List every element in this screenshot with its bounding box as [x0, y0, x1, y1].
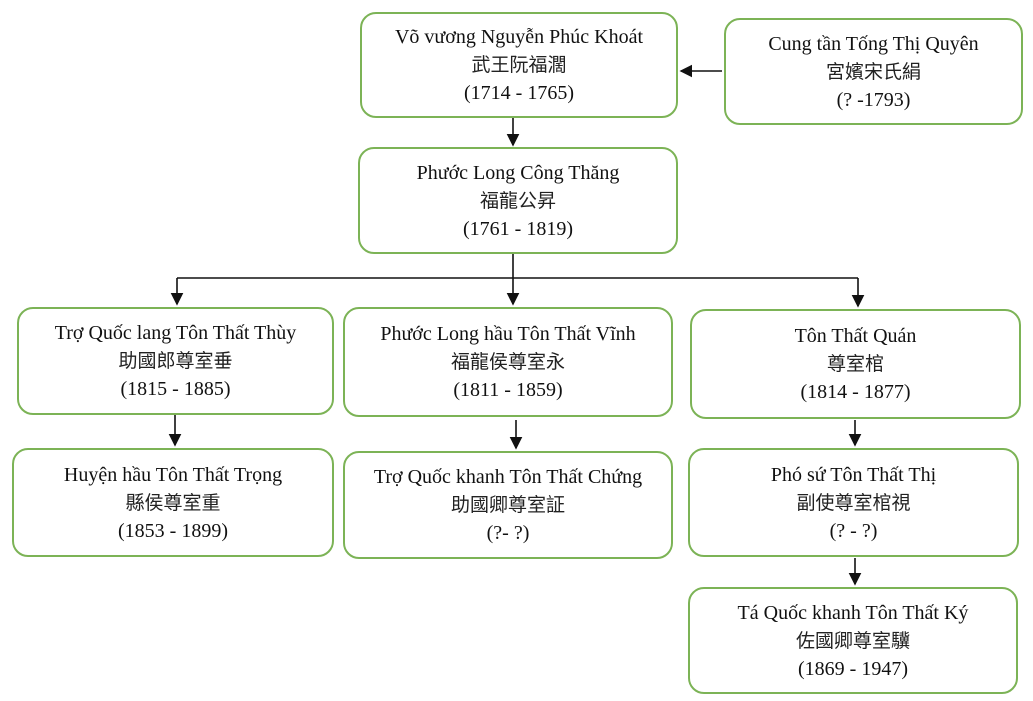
- node-trong: Huyện hầu Tôn Thất Trọng 縣侯尊室重 (1853 - 1…: [12, 448, 334, 557]
- node-name: Võ vương Nguyễn Phúc Khoát: [394, 26, 644, 48]
- node-name: Tôn Thất Quán: [794, 325, 917, 347]
- node-name: Cung tần Tống Thị Quyên: [768, 32, 979, 55]
- node-years: (1869 - 1947): [798, 657, 908, 680]
- node-cung-tan: Cung tần Tống Thị Quyên 宮嬪宋氏絹 (? -1793): [724, 18, 1023, 125]
- node-years: (1815 - 1885): [120, 378, 231, 400]
- node-han: 佐國卿尊室驥: [795, 629, 910, 652]
- node-name: Huyện hầu Tôn Thất Trọng: [63, 463, 283, 486]
- node-han: 助國卿尊室証: [450, 494, 565, 516]
- node-thuy: Trợ Quốc lang Tôn Thất Thùy 助國郎尊室垂 (1815…: [17, 307, 334, 415]
- node-han: 尊室棺: [826, 353, 884, 375]
- node-thi: Phó sứ Tôn Thất Thị 副使尊室棺視 (? - ?): [688, 448, 1019, 557]
- node-vo-vuong: Võ vương Nguyễn Phúc Khoát 武王阮福濶 (1714 -…: [360, 12, 678, 118]
- node-years: (1811 - 1859): [453, 379, 563, 401]
- node-years: (?- ?): [486, 522, 530, 544]
- node-ky: Tá Quốc khanh Tôn Thất Ký 佐國卿尊室驥 (1869 -…: [688, 587, 1018, 694]
- node-han: 助國郎尊室垂: [118, 350, 233, 372]
- node-name: Phó sứ Tôn Thất Thị: [770, 463, 937, 486]
- node-years: (1714 - 1765): [464, 82, 574, 104]
- node-years: (? - ?): [829, 519, 878, 542]
- node-han: 縣侯尊室重: [125, 491, 221, 514]
- node-han: 副使尊室棺視: [796, 491, 911, 514]
- node-han: 福龍侯尊室永: [450, 351, 565, 373]
- node-phuoc-long-cong: Phước Long Công Thăng 福龍公昇 (1761 - 1819): [358, 147, 678, 254]
- node-name: Phước Long Công Thăng: [416, 161, 620, 184]
- node-name: Trợ Quốc khanh Tôn Thất Chứng: [373, 466, 643, 488]
- node-name: Trợ Quốc lang Tôn Thất Thùy: [54, 322, 297, 344]
- node-name: Tá Quốc khanh Tôn Thất Ký: [737, 601, 969, 624]
- node-name: Phước Long hầu Tôn Thất Vĩnh: [380, 323, 636, 345]
- node-han: 宮嬪宋氏絹: [825, 60, 921, 83]
- node-han: 福龍公昇: [479, 189, 556, 212]
- node-years: (1814 - 1877): [800, 381, 911, 403]
- node-chung: Trợ Quốc khanh Tôn Thất Chứng 助國卿尊室証 (?-…: [343, 451, 673, 559]
- node-quan: Tôn Thất Quán 尊室棺 (1814 - 1877): [690, 309, 1021, 419]
- node-years: (? -1793): [836, 88, 911, 111]
- node-han: 武王阮福濶: [471, 54, 567, 76]
- node-years: (1761 - 1819): [463, 217, 573, 240]
- node-vinh: Phước Long hầu Tôn Thất Vĩnh 福龍侯尊室永 (181…: [343, 307, 673, 417]
- node-years: (1853 - 1899): [118, 519, 228, 542]
